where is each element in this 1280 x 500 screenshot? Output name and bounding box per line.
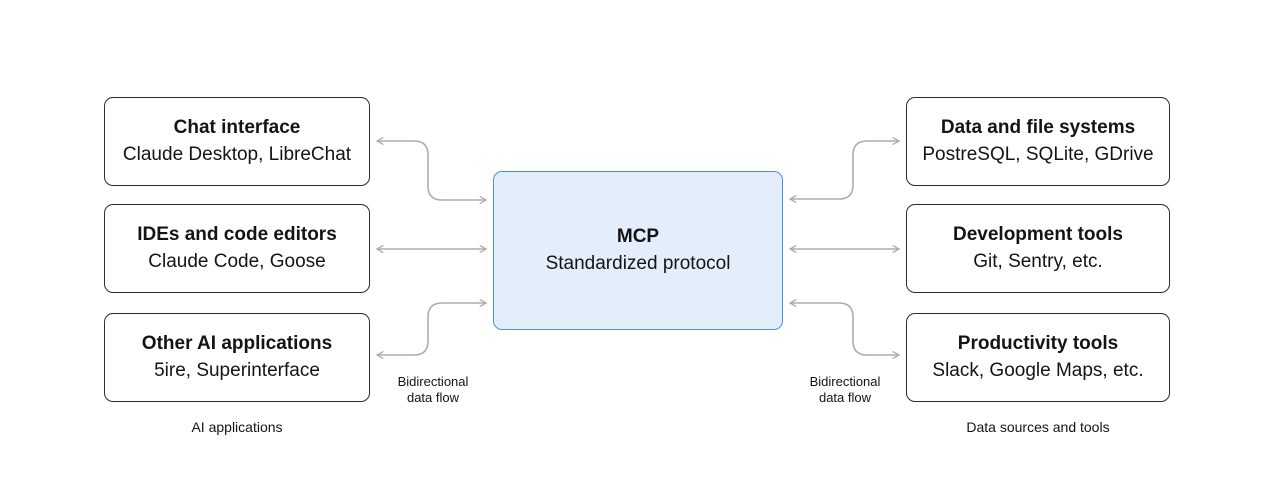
node-subtitle: Slack, Google Maps, etc. — [932, 359, 1144, 381]
node-title: MCP — [616, 225, 660, 247]
node-mcp: MCP Standardized protocol — [493, 171, 783, 330]
node-subtitle: 5ire, Superinterface — [154, 359, 320, 381]
node-development-tools: Development tools Git, Sentry, etc. — [906, 204, 1170, 293]
connector-left-top — [377, 141, 486, 200]
node-subtitle: Claude Desktop, LibreChat — [122, 143, 352, 165]
bidirectional-data-flow-label-left: Bidirectional data flow — [397, 374, 469, 406]
connector-right-bottom — [790, 303, 899, 355]
node-title: Development tools — [953, 223, 1123, 245]
node-other-ai-applications: Other AI applications 5ire, Superinterfa… — [104, 313, 370, 402]
node-subtitle: Git, Sentry, etc. — [973, 250, 1103, 272]
node-title: Data and file systems — [940, 116, 1136, 138]
node-title: Other AI applications — [141, 332, 333, 354]
node-subtitle: Claude Code, Goose — [148, 250, 326, 272]
connector-right-top — [790, 141, 899, 199]
node-subtitle: Standardized protocol — [545, 252, 731, 274]
connector-left-bottom — [377, 303, 486, 355]
node-data-file-systems: Data and file systems PostreSQL, SQLite,… — [906, 97, 1170, 186]
node-title: Chat interface — [173, 116, 301, 138]
node-ides-code-editors: IDEs and code editors Claude Code, Goose — [104, 204, 370, 293]
node-title: Productivity tools — [957, 332, 1119, 354]
node-productivity-tools: Productivity tools Slack, Google Maps, e… — [906, 313, 1170, 402]
bidirectional-data-flow-label-right: Bidirectional data flow — [809, 374, 881, 406]
right-group-caption: Data sources and tools — [966, 419, 1110, 435]
node-title: IDEs and code editors — [137, 223, 337, 245]
node-subtitle: PostreSQL, SQLite, GDrive — [922, 143, 1154, 165]
node-chat-interface: Chat interface Claude Desktop, LibreChat — [104, 97, 370, 186]
left-group-caption: AI applications — [191, 419, 283, 435]
